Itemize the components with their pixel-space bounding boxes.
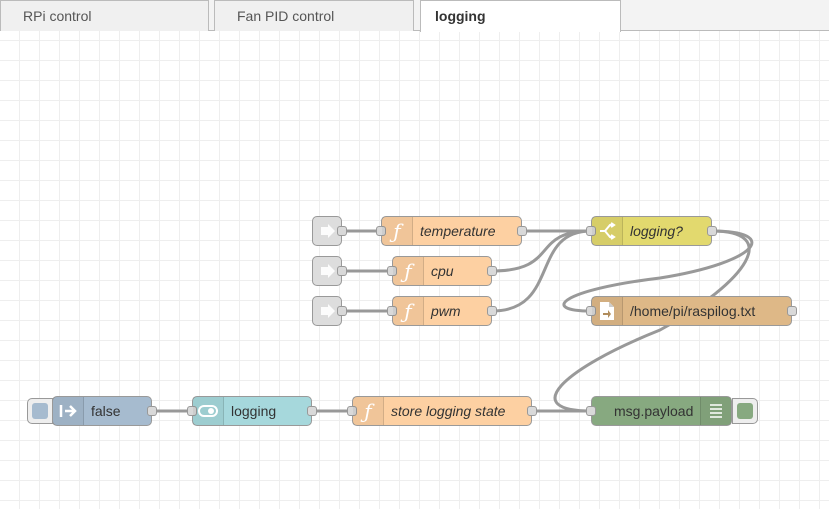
output-port[interactable] (787, 306, 797, 316)
input-port[interactable] (347, 406, 357, 416)
output-port[interactable] (337, 266, 347, 276)
input-port[interactable] (187, 406, 197, 416)
debug-node[interactable]: msg.payload (586, 396, 732, 426)
function-f-icon: ƒ (393, 257, 424, 285)
file-icon (592, 297, 623, 325)
tab-label: Fan PID control (237, 8, 335, 24)
node-label: logging (231, 403, 277, 419)
toggle-icon (193, 397, 224, 425)
function-node-pwm[interactable]: ƒ pwm (387, 296, 497, 326)
function-node-store-logging-state[interactable]: ƒ store logging state (347, 396, 537, 426)
node-label: false (91, 403, 121, 419)
node-label: /home/pi/raspilog.txt (630, 303, 756, 319)
input-port[interactable] (586, 406, 596, 416)
input-port[interactable] (387, 266, 397, 276)
tab-label: logging (435, 8, 486, 24)
function-f-icon: ƒ (353, 397, 384, 425)
tab-rpi-control[interactable]: RPi control (0, 0, 209, 31)
link-in-icon (313, 257, 343, 285)
link-in-node[interactable] (312, 256, 347, 286)
input-port[interactable] (387, 306, 397, 316)
node-label: temperature (420, 223, 496, 239)
output-port[interactable] (487, 266, 497, 276)
output-port[interactable] (337, 226, 347, 236)
input-port[interactable] (586, 306, 596, 316)
workspace-tabs: RPi control Fan PID control logging (0, 0, 829, 32)
input-port[interactable] (376, 226, 386, 236)
inject-trigger-button[interactable] (27, 398, 53, 424)
tab-fan-pid-control[interactable]: Fan PID control (214, 0, 414, 31)
function-node-temperature[interactable]: ƒ temperature (376, 216, 527, 246)
output-port[interactable] (307, 406, 317, 416)
output-port[interactable] (487, 306, 497, 316)
output-port[interactable] (707, 226, 717, 236)
output-port[interactable] (527, 406, 537, 416)
dashboard-switch-node[interactable]: logging (187, 396, 317, 426)
node-label: logging? (630, 223, 683, 239)
link-in-node[interactable] (312, 296, 347, 326)
tab-logging[interactable]: logging (420, 0, 621, 32)
link-in-icon (313, 297, 343, 325)
tab-label: RPi control (23, 8, 92, 24)
node-label: store logging state (391, 403, 506, 419)
debug-toggle-button[interactable] (732, 398, 758, 424)
function-node-cpu[interactable]: ƒ cpu (387, 256, 497, 286)
inject-arrow-icon (53, 397, 84, 425)
link-in-icon (313, 217, 343, 245)
debug-list-icon (700, 397, 731, 425)
inject-node[interactable]: false (52, 396, 157, 426)
node-label: pwm (431, 303, 461, 319)
switch-node-logging[interactable]: logging? (586, 216, 717, 246)
function-f-icon: ƒ (382, 217, 413, 245)
link-in-node[interactable] (312, 216, 347, 246)
node-label: msg.payload (614, 403, 694, 419)
function-f-icon: ƒ (393, 297, 424, 325)
input-port[interactable] (586, 226, 596, 236)
output-port[interactable] (147, 406, 157, 416)
output-port[interactable] (517, 226, 527, 236)
file-node[interactable]: /home/pi/raspilog.txt (586, 296, 797, 326)
switch-icon (592, 217, 623, 245)
node-label: cpu (431, 263, 454, 279)
output-port[interactable] (337, 306, 347, 316)
